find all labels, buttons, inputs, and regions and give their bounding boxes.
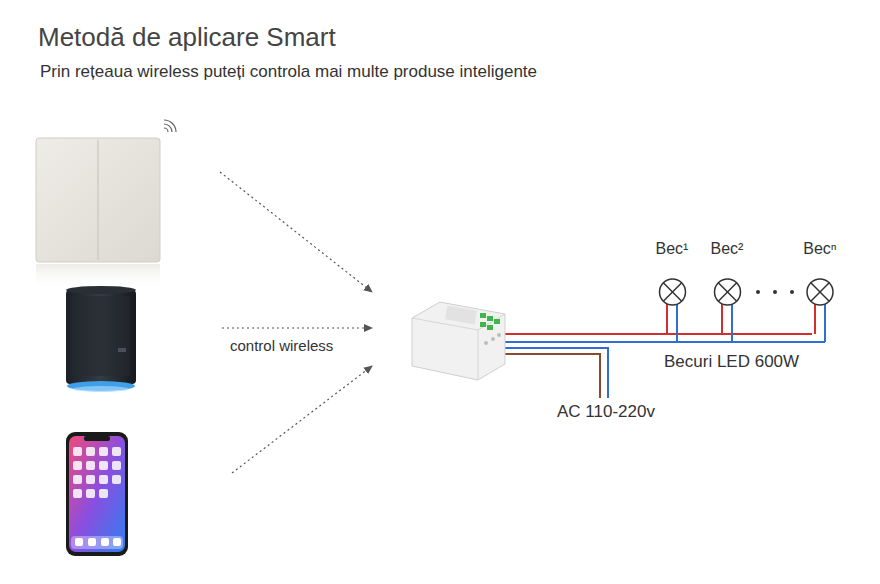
smart-speaker xyxy=(66,286,136,392)
bulb: Bec¹ xyxy=(653,240,692,308)
supply-label: AC 110-220v xyxy=(555,402,657,422)
bulb: Bec² xyxy=(708,240,747,308)
wall-switch xyxy=(36,120,176,290)
wiring xyxy=(505,303,825,398)
smart-module xyxy=(412,302,505,380)
bulb-symbol xyxy=(708,277,747,307)
bulb-symbol xyxy=(653,277,692,307)
diagram-title: Metodă de aplicare Smart xyxy=(38,22,336,53)
bulb-label: Bec¹ xyxy=(653,240,692,258)
subtitle: Prin rețeaua wireless puteți controla ma… xyxy=(40,62,537,82)
bulb-symbol xyxy=(800,277,840,307)
bulb-label: Bec² xyxy=(708,240,747,258)
continuation-dots xyxy=(756,290,794,294)
load-label: Becuri LED 600W xyxy=(662,352,801,372)
bulb: Becⁿ xyxy=(800,240,840,308)
wireless-label: control wireless xyxy=(228,337,335,354)
smartphone xyxy=(66,432,128,556)
bulb-label: Becⁿ xyxy=(800,240,840,258)
wireless-arrows xyxy=(220,172,372,473)
